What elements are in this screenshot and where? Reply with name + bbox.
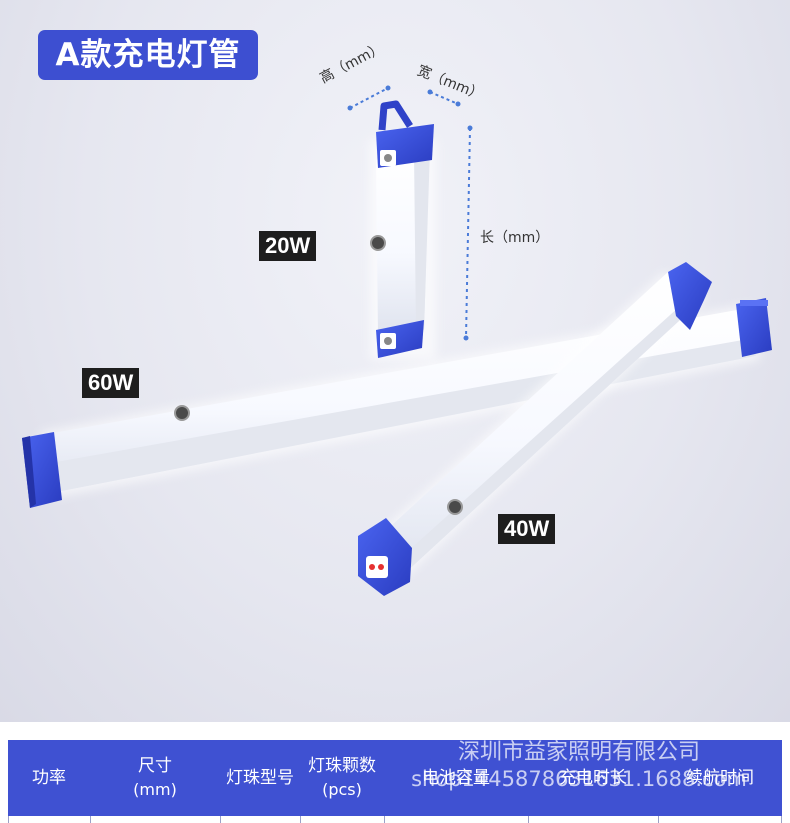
end-cap-top <box>668 262 712 330</box>
table-divider <box>528 816 529 823</box>
table-divider <box>384 816 385 823</box>
indicator-light <box>378 564 384 570</box>
label-40w: 40W <box>498 514 556 544</box>
header-size: 尺寸(mm) <box>133 756 177 799</box>
table-divider <box>300 816 301 823</box>
hanging-hook <box>378 100 413 131</box>
header-power: 功率 <box>32 767 66 788</box>
switch-dot-60w <box>174 405 190 421</box>
tube-20w <box>370 100 436 360</box>
table-divider <box>220 816 221 823</box>
label-60w: 60W <box>82 368 140 398</box>
switch-dot-20w <box>370 235 386 251</box>
header-runtime: 续航时间 <box>686 767 754 788</box>
end-cap-bottom <box>358 518 412 596</box>
header-battery: 电池容量 <box>422 767 490 788</box>
switch-panel <box>366 556 388 578</box>
end-cap-top-20w <box>376 124 434 168</box>
table-row <box>8 816 782 823</box>
indicator-light <box>369 564 375 570</box>
end-cap-bottom-20w <box>376 320 424 358</box>
header-led-count: 灯珠颗数(pcs) <box>308 756 376 799</box>
end-cap-right <box>736 298 772 357</box>
tube-40w <box>358 262 712 596</box>
label-20w: 20W <box>259 231 317 261</box>
product-photo: A款充电灯管 高（mm） 宽（mm） 长（mm） 20W 60W 40W <box>0 0 790 722</box>
header-charge-time: 充电时长 <box>559 767 627 788</box>
table-divider <box>658 816 659 823</box>
switch-dot-40w <box>447 499 463 515</box>
table-divider <box>90 816 91 823</box>
end-cap-left <box>22 432 62 508</box>
lamp-illustration <box>22 85 772 596</box>
header-led-model: 灯珠型号 <box>226 767 294 788</box>
dimension-lines <box>347 85 473 341</box>
length-label: 长（mm） <box>480 230 550 246</box>
page-title: A款充电灯管 <box>38 30 258 80</box>
spec-table-header: 功率 尺寸(mm) 灯珠型号 灯珠颗数(pcs) 电池容量 充电时长 续航时间 <box>8 740 782 816</box>
